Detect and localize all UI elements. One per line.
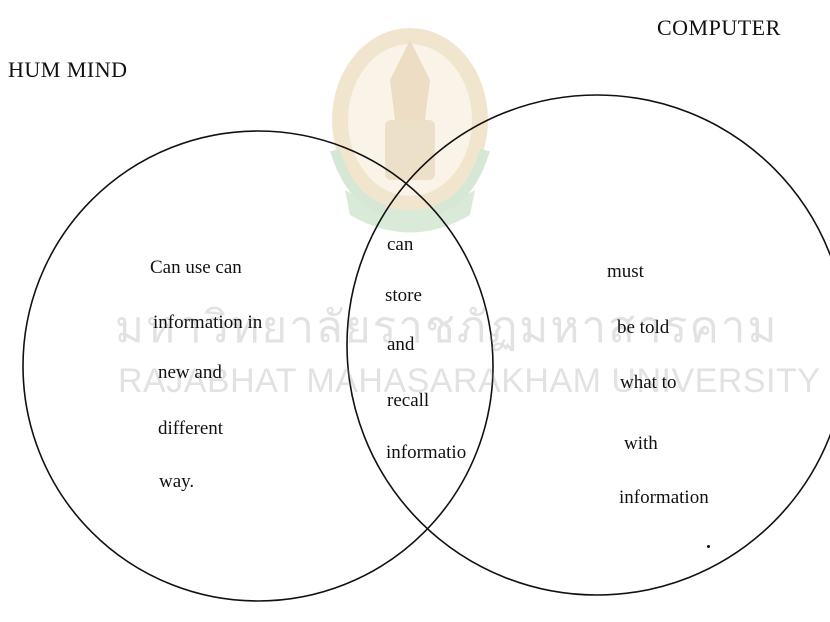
region-line: Can use can xyxy=(150,257,242,278)
region-line: informatio xyxy=(386,442,467,463)
university-seal-watermark xyxy=(330,28,490,233)
region-line: store xyxy=(385,285,422,306)
human-mind-label: HUM MIND xyxy=(8,57,128,82)
region-line: must xyxy=(607,261,644,282)
region-line: information xyxy=(619,487,709,508)
region-line: be told xyxy=(617,317,670,338)
region-line: with xyxy=(624,433,658,454)
computer-label: COMPUTER xyxy=(657,15,781,40)
stray-dot xyxy=(707,545,710,548)
region-line: new and xyxy=(158,362,222,383)
region-line: way. xyxy=(159,471,195,492)
region-line: what to xyxy=(620,372,677,393)
region-line: recall xyxy=(387,390,430,411)
region-line: can xyxy=(387,234,414,255)
region-line: information in xyxy=(153,312,263,333)
region-line: different xyxy=(158,418,224,439)
region-line: and xyxy=(387,334,415,355)
computer-circle xyxy=(346,94,830,596)
human-mind-circle xyxy=(22,130,494,602)
